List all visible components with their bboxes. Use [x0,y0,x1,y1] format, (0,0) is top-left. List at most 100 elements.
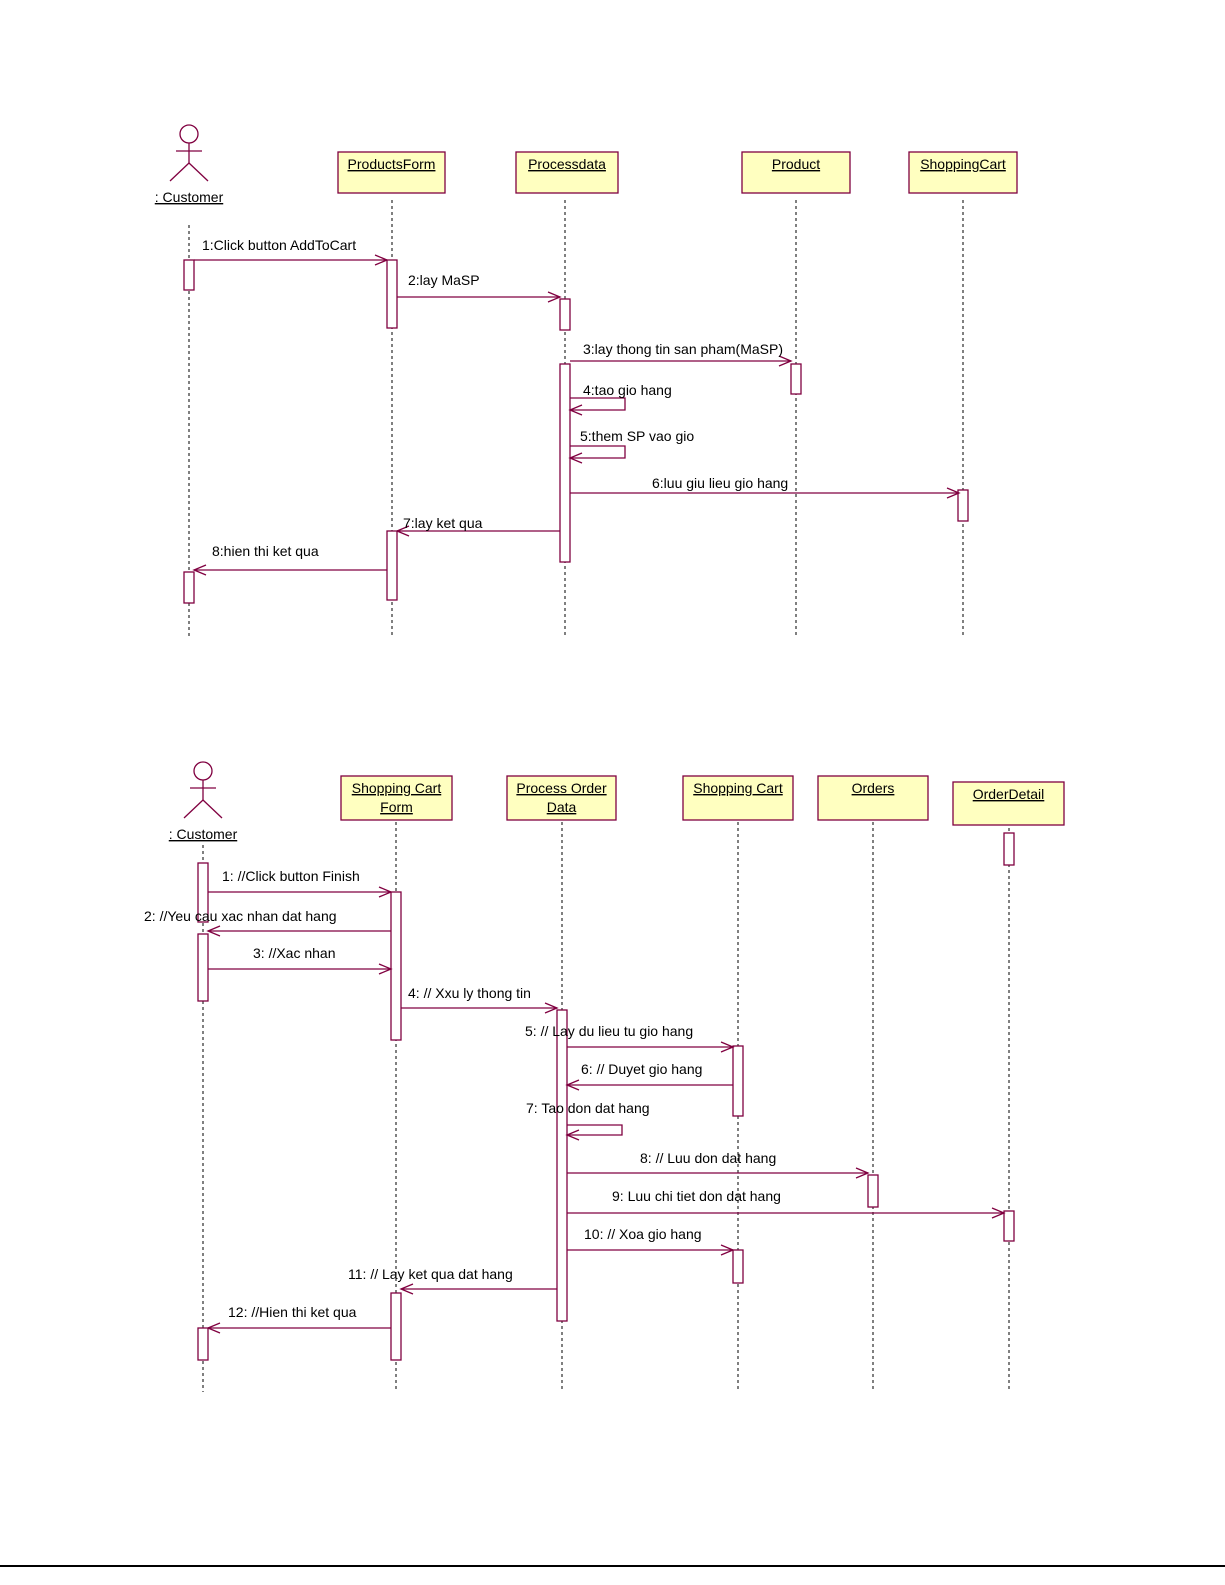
message: 2: //Yeu cau xac nhan dat hang [144,908,391,937]
arrow-head [374,254,389,266]
message-label: 2: //Yeu cau xac nhan dat hang [144,908,337,924]
actor-icon [183,761,223,819]
message-label: 5:them SP vao gio [580,428,694,444]
message-label: 7:lay ket qua [403,515,483,531]
arrow-head [547,291,562,303]
object-rect [340,775,453,821]
object-label: Product [772,156,820,172]
activation-bar [183,259,195,291]
arrow-head [720,1244,735,1256]
actor-leg [202,799,223,819]
message-label: 6:luu giu lieu gio hang [652,475,788,491]
object-box: OrderDetail [952,781,1065,826]
message-label: 8: // Luu don dat hang [640,1150,776,1166]
activation-bar [957,489,969,522]
arrow-head [991,1207,1006,1219]
self-message-arrow [570,397,626,411]
arrow-head [206,925,221,937]
message: 4: // Xxu ly thong tin [401,985,559,1014]
actor-head [179,124,199,144]
object-rect [682,775,794,821]
self-message-arrow [570,445,626,459]
object-label: Orders [852,780,895,796]
arrow-head [206,1322,221,1334]
object-label: Shopping Cart [352,780,442,796]
actor-label: : Customer [155,189,224,205]
arrow-head [946,487,961,499]
activation-bar [197,933,209,1002]
activation-bar [732,1045,744,1117]
message: 12: //Hien thi ket qua [206,1304,391,1334]
message: 7: Tao don dat hang [526,1100,650,1141]
message-label: 4: // Xxu ly thong tin [408,985,531,1001]
activation-bar [867,1174,879,1208]
actor-leg [183,799,204,819]
message: 6:luu giu lieu gio hang [570,475,961,499]
message: 5: // Lay du lieu tu gio hang [525,1023,735,1053]
message-label: 11: // Lay ket qua dat hang [348,1266,513,1282]
actor-leg [169,162,190,182]
activation-bar [1003,1210,1015,1242]
object-label: OrderDetail [973,786,1045,802]
message: 3:lay thong tin san pham(MaSP) [570,341,793,367]
message: 8:hien thi ket qua [192,543,387,576]
activation-bar [732,1249,744,1284]
arrow-head [565,1129,580,1141]
activation-bar [197,1327,209,1361]
activation-bar [386,530,398,601]
actor-head [193,761,213,781]
message-label: 7: Tao don dat hang [526,1100,650,1116]
message-label: 1:Click button AddToCart [202,237,356,253]
message-label: 6: // Duyet gio hang [581,1061,702,1077]
arrow-head [720,1041,735,1053]
activation-bar [559,298,571,331]
object-rect [908,151,1018,194]
message: 4:tao gio hang [568,382,672,416]
actor-icon [169,124,209,182]
arrow-head [378,963,393,975]
activation-bar [390,1292,402,1361]
object-label: Shopping Cart [693,780,783,796]
self-message-arrow [567,1124,623,1136]
message: 5:them SP vao gio [568,428,694,464]
object-box: ShoppingCart [908,151,1018,194]
arrow-head [395,525,410,537]
activation-bar [390,891,402,1041]
message: 6: // Duyet gio hang [565,1061,733,1091]
object-label: Processdata [528,156,606,172]
object-label: Data [547,799,577,815]
arrow-head [399,1283,414,1295]
object-label: Process Order [516,780,607,796]
message: 9: Luu chi tiet don dat hang [567,1188,1006,1219]
arrow-head [192,564,207,576]
arrow-head [544,1002,559,1014]
message: 8: // Luu don dat hang [567,1150,870,1179]
activation-bar [559,363,571,563]
arrow-head [568,404,583,416]
arrow-head [378,886,393,898]
message: 1:Click button AddToCart [194,237,389,266]
object-rect [952,781,1065,826]
object-rect [337,151,446,194]
message-label: 12: //Hien thi ket qua [228,1304,357,1320]
message-label: 4:tao gio hang [583,382,672,398]
message-label: 3:lay thong tin san pham(MaSP) [583,341,783,357]
arrow-head [565,1079,580,1091]
activation-bar [1003,832,1015,866]
message-label: 10: // Xoa gio hang [584,1226,702,1242]
object-label: Form [380,799,413,815]
message: 10: // Xoa gio hang [567,1226,735,1256]
arrow-head [568,452,583,464]
message-label: 5: // Lay du lieu tu gio hang [525,1023,693,1039]
object-box: Processdata [515,151,619,194]
object-box: Shopping Cart [682,775,794,821]
message-label: 3: //Xac nhan [253,945,336,961]
actor-label: : Customer [169,826,238,842]
object-rect [515,151,619,194]
object-label: ShoppingCart [920,156,1006,172]
